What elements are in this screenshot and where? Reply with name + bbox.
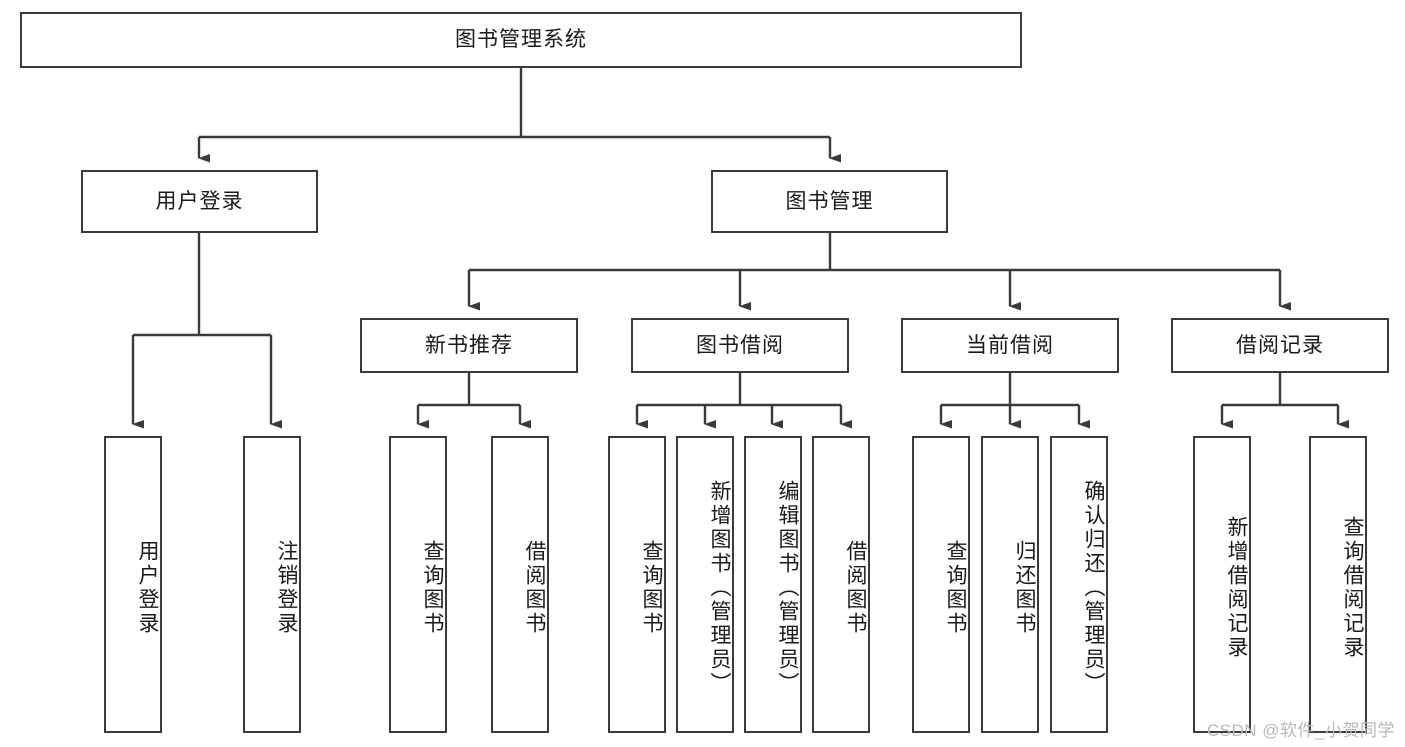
node-label: 查询图书 xyxy=(421,539,444,636)
node-label: 借阅图书 xyxy=(523,539,546,636)
leaf-borrow-book-new-recommend[interactable]: 借阅图书 xyxy=(491,436,549,733)
node-new-book-recommend[interactable]: 新书推荐 xyxy=(360,318,578,373)
node-label: 查询借阅记录 xyxy=(1341,515,1364,660)
node-user-login[interactable]: 用户登录 xyxy=(81,170,318,233)
connectors-userlogin-to-leaves xyxy=(131,233,282,429)
connectors-borrowrecord-to-leaves xyxy=(1220,373,1349,429)
leaf-borrow-book-borrow[interactable]: 借阅图书 xyxy=(812,436,870,733)
node-label: 查询图书 xyxy=(944,539,967,636)
node-root-book-management-system[interactable]: 图书管理系统 xyxy=(20,12,1022,68)
node-label: 图书管理 xyxy=(785,189,874,213)
node-book-borrow[interactable]: 图书借阅 xyxy=(631,318,849,373)
node-label: 图书管理系统 xyxy=(455,28,587,52)
connectors-newbook-to-leaves xyxy=(416,373,531,429)
leaf-add-book-admin[interactable]: 新增图书（管理员） xyxy=(676,436,734,733)
node-label: 借阅记录 xyxy=(1236,333,1324,357)
connectors-currentborrow-to-leaves xyxy=(939,373,1090,429)
node-label: 编辑图书（管理员） xyxy=(776,479,799,696)
node-current-borrow[interactable]: 当前借阅 xyxy=(901,318,1119,373)
leaf-query-book-borrow[interactable]: 查询图书 xyxy=(608,436,666,733)
leaf-return-book[interactable]: 归还图书 xyxy=(981,436,1039,733)
node-label: 归还图书 xyxy=(1013,539,1036,636)
node-label: 图书借阅 xyxy=(696,333,784,357)
connectors-root-to-level1 xyxy=(197,68,841,163)
node-label: 新书推荐 xyxy=(425,333,513,357)
node-label: 新增图书（管理员） xyxy=(708,479,731,696)
node-label: 注销登录 xyxy=(275,539,298,636)
node-label: 用户登录 xyxy=(155,189,244,213)
node-label: 当前借阅 xyxy=(966,333,1054,357)
node-label: 确认归还（管理员） xyxy=(1082,479,1105,696)
leaf-add-borrow-record[interactable]: 新增借阅记录 xyxy=(1193,436,1251,733)
leaf-logout-login[interactable]: 注销登录 xyxy=(243,436,301,733)
connectors-bookmgmt-to-level2 xyxy=(467,233,1291,311)
leaf-query-book-current[interactable]: 查询图书 xyxy=(912,436,970,733)
node-book-management[interactable]: 图书管理 xyxy=(711,170,948,233)
node-label: 用户登录 xyxy=(136,539,159,636)
connectors-bookborrow-to-leaves xyxy=(635,373,852,429)
node-borrow-record[interactable]: 借阅记录 xyxy=(1171,318,1389,373)
leaf-query-borrow-record[interactable]: 查询借阅记录 xyxy=(1309,436,1367,733)
node-label: 借阅图书 xyxy=(844,539,867,636)
leaf-confirm-return-admin[interactable]: 确认归还（管理员） xyxy=(1050,436,1108,733)
leaf-user-login[interactable]: 用户登录 xyxy=(104,436,162,733)
node-label: 查询图书 xyxy=(640,539,663,636)
leaf-edit-book-admin[interactable]: 编辑图书（管理员） xyxy=(744,436,802,733)
node-label: 新增借阅记录 xyxy=(1225,515,1248,660)
leaf-query-book-new-recommend[interactable]: 查询图书 xyxy=(389,436,447,733)
